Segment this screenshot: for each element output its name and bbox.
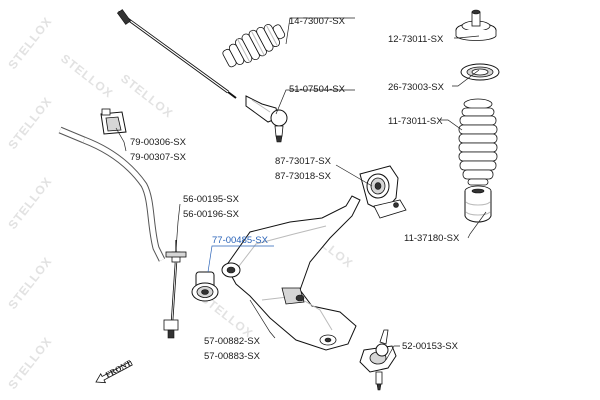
part-label-strut-boot[interactable]: 11-73011-SX	[388, 116, 443, 127]
leader-lines	[115, 17, 487, 361]
part-label-bump-stop[interactable]: 11-37180-SX	[404, 233, 460, 244]
rear-arm-bushing	[359, 165, 407, 219]
watermark-text: STELLOX	[5, 254, 54, 312]
steering-boot	[222, 24, 286, 68]
watermark-text: STELLOX	[5, 334, 54, 392]
strut-top-mount	[455, 9, 497, 41]
front-marker: FRONT	[95, 358, 134, 384]
strut-bearing	[460, 63, 500, 81]
part-label-tie-rod-end[interactable]: 51-07504-SX	[289, 84, 346, 95]
ball-joint	[359, 329, 397, 391]
front-arm-bushing	[191, 271, 219, 302]
part-label-strut-mount[interactable]: 12-73011-SX	[388, 34, 444, 45]
lower-control-arm	[221, 195, 361, 351]
stabilizer-bushing	[100, 108, 127, 135]
watermark-text: STELLOX	[5, 94, 54, 152]
part-label-stabilizer-bushing-b[interactable]: 79-00307-SX	[130, 152, 187, 163]
part-label-stabilizer-bushing-a[interactable]: 79-00306-SX	[130, 137, 187, 148]
watermark-text: STELLOX	[58, 51, 116, 100]
stabilizer-link	[163, 240, 187, 339]
part-label-ball-joint[interactable]: 52-00153-SX	[402, 341, 459, 352]
watermark-text: STELLOX	[5, 174, 54, 232]
part-labels: 14-73007-SX 51-07504-SX 79-00306-SX 79-0…	[130, 16, 460, 362]
part-label-control-arm-a[interactable]: 57-00882-SX	[204, 336, 261, 347]
arrow-icon	[95, 360, 133, 384]
tie-rod-end	[245, 95, 288, 143]
part-label-stabilizer-link-a[interactable]: 56-00195-SX	[183, 194, 240, 205]
watermark-text: STELLOX	[118, 71, 176, 120]
stabilizer-bar	[58, 126, 166, 262]
part-label-boot-steering[interactable]: 14-73007-SX	[289, 16, 346, 27]
part-label-strut-bearing[interactable]: 26-73003-SX	[388, 82, 445, 93]
bump-stop	[464, 185, 492, 223]
part-label-stabilizer-link-b[interactable]: 56-00196-SX	[183, 209, 240, 220]
front-label: FRONT	[104, 358, 134, 379]
watermark-text: STELLOX	[5, 14, 54, 72]
part-label-control-arm-b[interactable]: 57-00883-SX	[204, 351, 261, 362]
part-label-arm-bushing-rear-b[interactable]: 87-73018-SX	[275, 171, 332, 182]
part-label-arm-bushing-front[interactable]: 77-00485-SX	[212, 235, 269, 246]
part-label-arm-bushing-rear-a[interactable]: 87-73017-SX	[275, 156, 332, 167]
steering-rack	[117, 9, 237, 99]
strut-boot	[458, 98, 498, 186]
